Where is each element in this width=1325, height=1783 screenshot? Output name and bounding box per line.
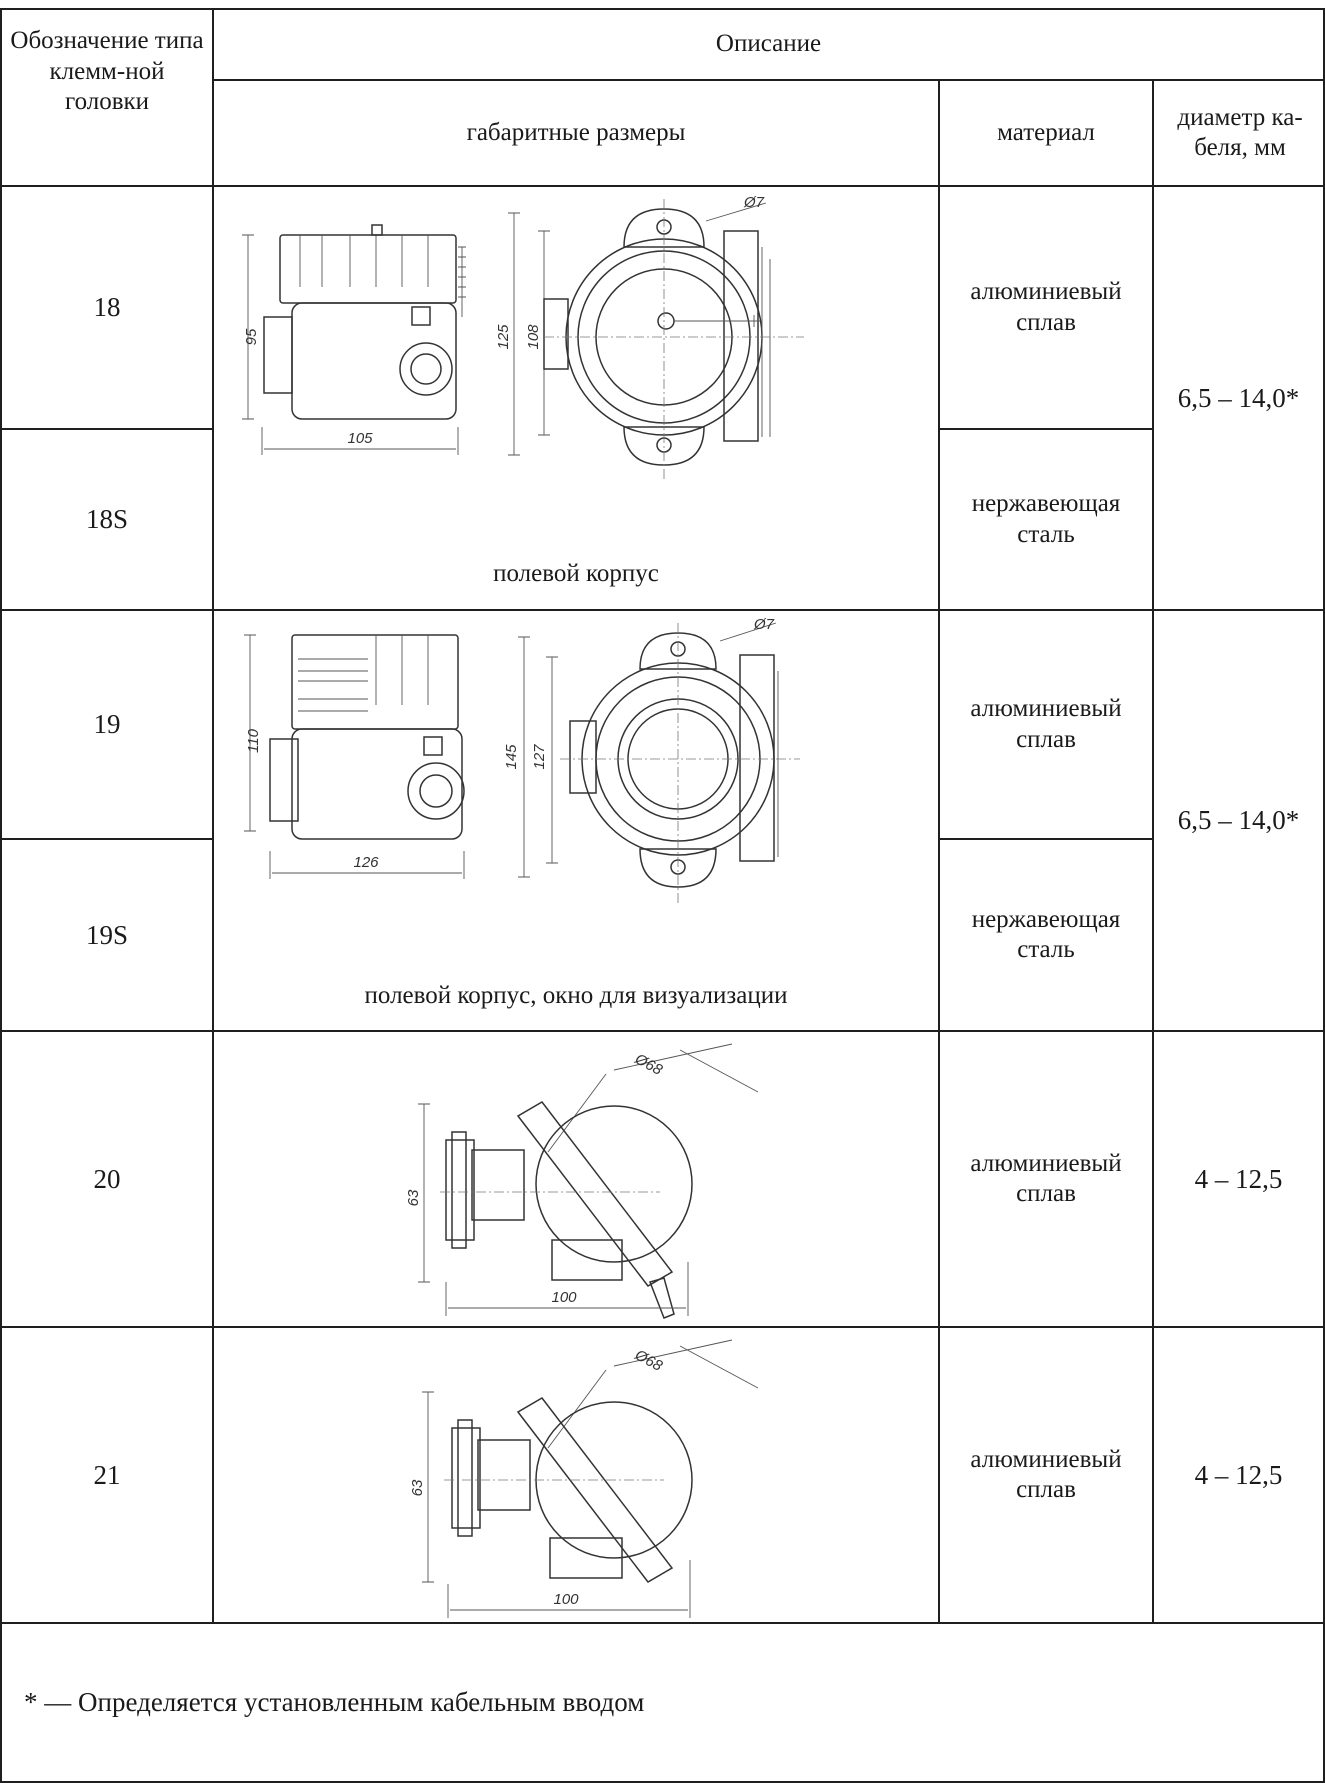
head-19-dim-width-side: 126 (353, 854, 379, 871)
row-18-divider (0, 428, 212, 430)
terminal-head-19-drawing: 110 126 145 127 Ø7 (244, 616, 800, 903)
designation-18S: 18S (85, 504, 129, 535)
head-18-dim-height-front-outer: 125 (495, 324, 512, 350)
header-cable-diameter: диаметр ка-беля, мм (1177, 103, 1303, 162)
header-divider (212, 79, 1325, 81)
head-19-dim-height-front-inner: 127 (531, 744, 548, 770)
table-border-right (1323, 8, 1325, 1783)
head-20-dim-height: 63 (405, 1189, 422, 1206)
material-20: алюминиевый сплав (970, 1149, 1122, 1208)
head-18-side-view: 95 105 (242, 224, 466, 455)
cable-diameter-19: 6,5 – 14,0* (1177, 805, 1300, 836)
col-divider-dimensions (938, 79, 940, 1624)
cable-diameter-18: 6,5 – 14,0* (1177, 382, 1300, 413)
table-border-top (0, 8, 1325, 10)
head-19-front-view: 145 127 Ø7 (503, 616, 800, 903)
head-19-dim-height-side: 110 (245, 728, 262, 753)
head-21-dim-height: 63 (409, 1479, 426, 1496)
designation-18: 18 (93, 292, 121, 323)
terminal-head-18-drawing: 95 105 125 108 Ø7 (242, 194, 804, 479)
header-material: материал (997, 118, 1095, 146)
head-18-dim-height-side: 95 (243, 328, 260, 345)
material-18: алюминиевый сплав (970, 278, 1122, 336)
head-19-dim-height-front-outer: 145 (503, 744, 520, 770)
designation-20: 20 (93, 1163, 121, 1194)
head-18-dim-height-front-inner: 108 (525, 324, 542, 350)
head-20-dim-width: 100 (551, 1289, 577, 1306)
head-18-dim-hole: Ø7 (743, 194, 765, 211)
header-description: Описание (715, 30, 822, 58)
head-19-dim-hole: Ø7 (753, 616, 775, 633)
row-18-material-divider (938, 428, 1153, 430)
group-19-bottom (0, 1030, 1325, 1032)
col-divider-material (1152, 79, 1154, 1624)
row-21-bottom (0, 1622, 1325, 1624)
header-dimensions: габаритные размеры (466, 118, 686, 146)
terminal-head-20-drawing: Ø68 63 100 (405, 1043, 759, 1319)
head-18-front-view: 125 108 Ø7 (495, 194, 804, 479)
head-20-dim-diameter: Ø68 (631, 1050, 665, 1079)
material-21: алюминиевый сплав (970, 1445, 1122, 1504)
head-19-side-view: 110 126 (244, 634, 465, 879)
row-20-bottom (0, 1326, 1325, 1328)
header-designation: Обозначение типа клемм-ной головки (10, 27, 204, 115)
row-19-material-divider (938, 838, 1153, 840)
caption-head-18: полевой корпус (493, 560, 659, 587)
table-border-bottom (0, 1781, 1325, 1783)
footnote: * — Определяется установленным кабельным… (24, 1687, 645, 1718)
material-19S: нержавеющая сталь (971, 905, 1121, 964)
designation-19S: 19S (85, 919, 129, 950)
designation-21: 21 (93, 1459, 121, 1490)
head-21-dim-width: 100 (553, 1591, 579, 1608)
cable-diameter-20: 4 – 12,5 (1194, 1163, 1283, 1194)
head-18-dim-width-side: 105 (347, 430, 373, 447)
material-19: алюминиевый сплав (970, 695, 1122, 753)
head-21-dim-diameter: Ø68 (631, 1346, 665, 1375)
row-19-divider (0, 838, 212, 840)
terminal-head-21-drawing: Ø68 63 100 (409, 1339, 759, 1618)
table-border-left (0, 8, 2, 1783)
group-18-bottom (0, 609, 1325, 611)
designation-19: 19 (93, 709, 121, 740)
col-divider-designation (212, 8, 214, 1624)
caption-head-19: полевой корпус, окно для визуализации (364, 982, 788, 1009)
cable-diameter-21: 4 – 12,5 (1194, 1459, 1283, 1490)
header-bottom (0, 185, 1325, 187)
material-18S: нержавеющая сталь (971, 490, 1121, 548)
